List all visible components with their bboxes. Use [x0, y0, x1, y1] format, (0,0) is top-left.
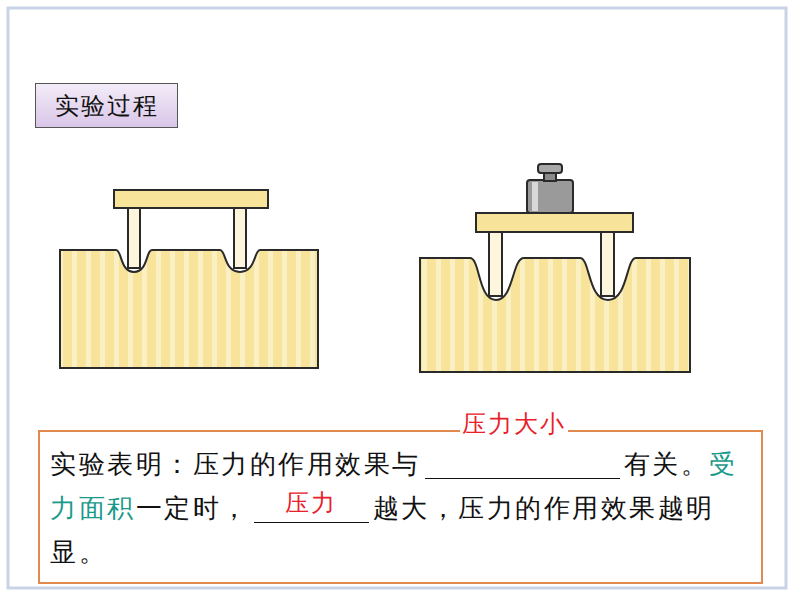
sponge: [60, 250, 318, 368]
small-table: [114, 190, 268, 268]
answer-handwriting: 压力大小: [460, 411, 568, 437]
conclusion-text: 一定时，: [136, 493, 250, 523]
slide-frame: [8, 8, 786, 588]
conclusion-box: 实验表明：压力的作用效果与有关。受力面积一定时，越大，压力的作用效果越明显。: [38, 430, 763, 584]
conclusion-text: 实验表明：压力的作用效果与: [50, 449, 421, 479]
answer-handwriting: 压力: [283, 490, 339, 516]
answer-blank: [425, 448, 620, 479]
weight: [527, 164, 573, 213]
sponge: [420, 258, 690, 372]
small-table: [476, 213, 633, 296]
conclusion-text: 有关。: [624, 449, 710, 479]
tag-text: 实验过程: [55, 90, 159, 122]
tag-box: 实验过程: [35, 83, 178, 128]
